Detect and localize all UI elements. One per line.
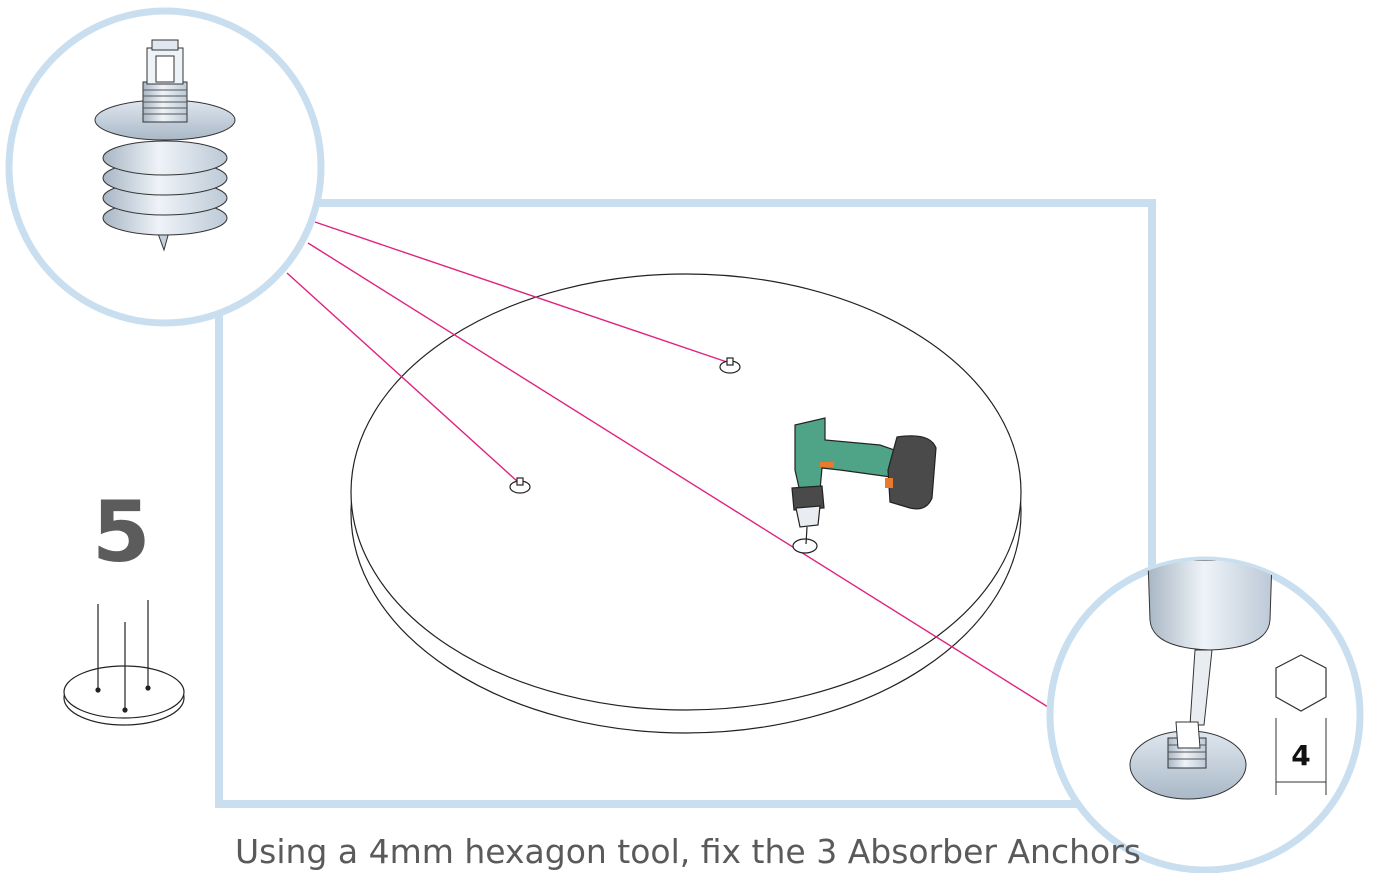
step-frame [215,199,1156,808]
instruction-caption: Using a 4mm hexagon tool, fix the 3 Abso… [235,832,1141,871]
step-number-label: 5 [92,483,151,581]
hexagon-icon [1275,654,1327,712]
anchor-marker-3 [792,538,818,554]
anchor-marker-2 [509,477,531,494]
table-top [350,273,1022,734]
drill-icon [791,417,937,545]
absorber-anchor-icon [94,39,236,252]
callout-lines [286,221,1049,708]
hex-bit-detail-icon [1129,560,1273,800]
hex-tool-size-label: 4 [1291,739,1311,772]
anchor-marker-1 [719,357,741,374]
step-thumbnail-icon [63,600,185,726]
tool-size-bracket [1275,718,1327,795]
